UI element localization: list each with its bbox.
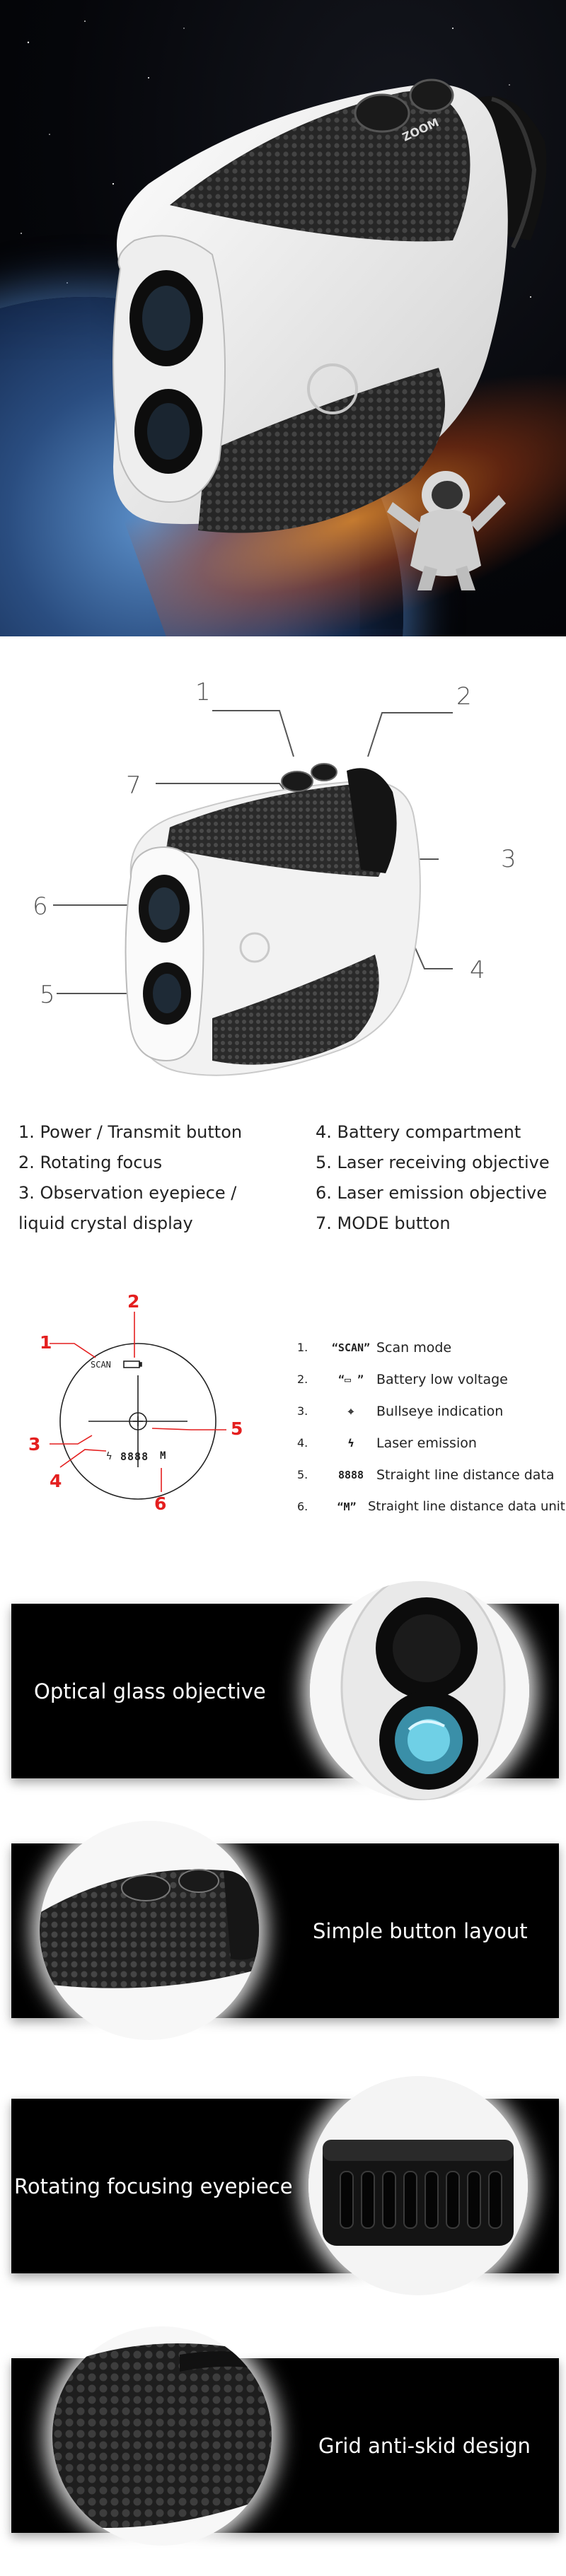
legend-description: Laser emission bbox=[376, 1435, 477, 1451]
part-list-right: 4. Battery compartment 5. Laser receivin… bbox=[316, 1117, 556, 1245]
part-item: 5. Laser receiving objective bbox=[316, 1153, 550, 1172]
rangefinder-hero-image: ZOOM bbox=[112, 78, 547, 533]
battery-icon: “▭ ” bbox=[337, 1372, 364, 1386]
hero-banner: ZOOM bbox=[0, 0, 566, 636]
grip-texture-image bbox=[52, 2326, 272, 2546]
callout-5: 5 bbox=[40, 981, 55, 1009]
callout-1: 1 bbox=[195, 678, 211, 706]
callout-6: 6 bbox=[33, 892, 48, 921]
lcd-scan-text: SCAN bbox=[91, 1360, 111, 1370]
laser-emission-icon: ϟ bbox=[106, 1451, 112, 1462]
callout-3: 3 bbox=[501, 845, 516, 873]
digits-symbol: 8888 bbox=[337, 1468, 364, 1481]
legend-description: Straight line distance data unit bbox=[368, 1499, 565, 1514]
astronaut bbox=[387, 471, 506, 590]
legend-description: Bullseye indication bbox=[376, 1403, 504, 1419]
objective-lens-image bbox=[310, 1581, 529, 1800]
parts-diagram: 1 2 3 4 5 6 7 bbox=[0, 636, 566, 1089]
display-diagram: SCAN ϟ 8888 M 1 2 3 4 5 6 bbox=[0, 1287, 566, 1556]
feature-panel-eyepiece: Rotating focusing eyepiece bbox=[11, 2076, 559, 2295]
legend-description: Battery low voltage bbox=[376, 1371, 508, 1387]
legend-description: Scan mode bbox=[376, 1339, 452, 1356]
callout-7: 7 bbox=[126, 771, 142, 800]
legend-number: 1. bbox=[297, 1341, 308, 1354]
legend-number: 6. bbox=[297, 1500, 308, 1513]
red-callout-3: 3 bbox=[28, 1434, 41, 1455]
feature-panel-objective: Optical glass objective bbox=[11, 1581, 559, 1800]
legend-symbol: “SCAN” bbox=[331, 1341, 371, 1354]
part-item: 7. MODE button bbox=[316, 1213, 451, 1233]
feature-label: Simple button layout bbox=[313, 1918, 528, 1943]
legend-row: 5. 8888 Straight line distance data bbox=[297, 1459, 566, 1491]
callout-4: 4 bbox=[470, 956, 485, 984]
legend-row: 4. ϟ Laser emission bbox=[297, 1427, 566, 1459]
feature-label: Rotating focusing eyepiece bbox=[14, 2174, 293, 2198]
feature-panel-grip: Grid anti-skid design bbox=[11, 2326, 559, 2546]
button-layout-image bbox=[40, 1821, 259, 2040]
red-callout-5: 5 bbox=[231, 1418, 243, 1439]
display-legend: 1. “SCAN” Scan mode 2. “▭ ” Battery low … bbox=[297, 1331, 566, 1522]
part-item: 2. Rotating focus bbox=[18, 1153, 163, 1172]
crosshair-icon: ⌖ bbox=[347, 1404, 354, 1418]
part-item: 3. Observation eyepiece / bbox=[18, 1183, 237, 1203]
part-list: 1. Power / Transmit button 2. Rotating f… bbox=[18, 1117, 556, 1245]
parts-diagram-drawing bbox=[53, 710, 453, 1076]
red-callout-4: 4 bbox=[50, 1471, 62, 1491]
unit-symbol: “M” bbox=[337, 1500, 357, 1513]
part-list-left: 1. Power / Transmit button 2. Rotating f… bbox=[18, 1117, 316, 1245]
red-callout-6: 6 bbox=[154, 1493, 167, 1514]
lcd-digits: 8888 bbox=[120, 1450, 149, 1463]
lcd-diagram-drawing bbox=[50, 1312, 226, 1500]
part-item: 4. Battery compartment bbox=[316, 1122, 521, 1142]
part-item: liquid crystal display bbox=[18, 1213, 193, 1233]
feature-label: Optical glass objective bbox=[34, 1679, 266, 1703]
laser-icon: ϟ bbox=[347, 1436, 354, 1450]
legend-row: 1. “SCAN” Scan mode bbox=[297, 1331, 566, 1363]
callout-2: 2 bbox=[456, 682, 472, 711]
lcd-unit: M bbox=[160, 1450, 166, 1462]
red-callout-2: 2 bbox=[127, 1291, 140, 1312]
legend-number: 5. bbox=[297, 1468, 308, 1481]
part-item: 6. Laser emission objective bbox=[316, 1183, 547, 1203]
legend-number: 3. bbox=[297, 1404, 308, 1418]
part-item: 1. Power / Transmit button bbox=[18, 1122, 243, 1142]
legend-row: 3. ⌖ Bullseye indication bbox=[297, 1395, 566, 1427]
focusing-eyepiece-image bbox=[308, 2076, 528, 2295]
legend-number: 4. bbox=[297, 1436, 308, 1450]
legend-number: 2. bbox=[297, 1372, 308, 1386]
feature-label: Grid anti-skid design bbox=[318, 2433, 531, 2458]
legend-description: Straight line distance data bbox=[376, 1467, 555, 1483]
red-callout-1: 1 bbox=[40, 1332, 52, 1353]
legend-row: 6. “M” Straight line distance data unit bbox=[297, 1491, 566, 1522]
feature-panel-buttons: Simple button layout bbox=[11, 1821, 559, 2040]
legend-row: 2. “▭ ” Battery low voltage bbox=[297, 1363, 566, 1395]
